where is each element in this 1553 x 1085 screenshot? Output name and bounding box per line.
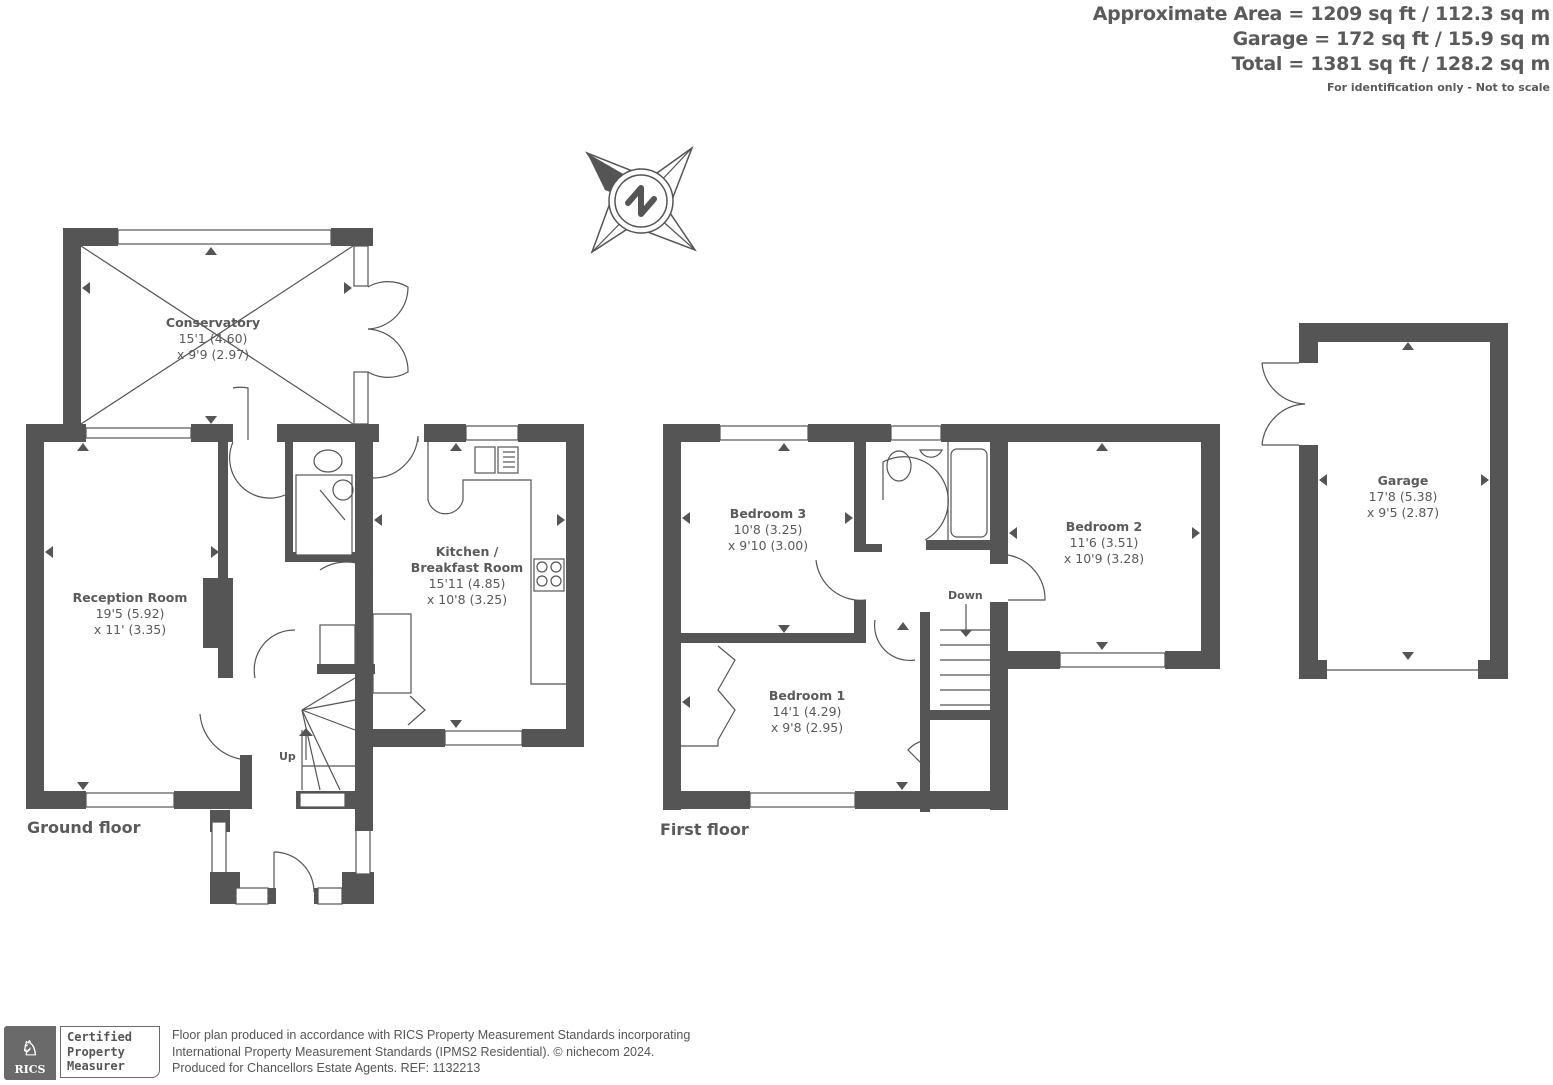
- north-compass-icon: [584, 145, 697, 254]
- total-area: Total = 1381 sq ft / 128.2 sq m: [1231, 53, 1551, 75]
- footer: ♘ RICS Certified Property Measurer Floor…: [4, 1026, 690, 1080]
- ground-floor-label: Ground floor: [27, 818, 141, 837]
- garage-plan: [1261, 323, 1508, 679]
- rics-lion-icon: ♘: [21, 1036, 39, 1060]
- room-label-bedroom-2: Bedroom 2 11'6 (3.51) x 10'9 (3.28): [1063, 519, 1145, 566]
- certified-property-measurer-badge: Certified Property Measurer: [60, 1026, 160, 1078]
- room-label-kitchen-breakfast-room: Kitchen / Breakfast Room 15'11 (4.85) x …: [410, 544, 524, 607]
- footer-disclaimer: Floor plan produced in accordance with R…: [172, 1028, 691, 1075]
- scale-note: For identification only - Not to scale: [1327, 81, 1550, 94]
- rics-logo: ♘ RICS: [4, 1026, 56, 1080]
- room-label-bedroom-1: Bedroom 1 14'1 (4.29) x 9'8 (2.95): [768, 688, 846, 735]
- room-label-reception-room: Reception Room 19'5 (5.92) x 11' (3.35): [72, 590, 188, 637]
- room-label-conservatory: Conservatory 15'1 (4.60) x 9'9 (2.97): [165, 315, 261, 362]
- first-floor-label: First floor: [660, 820, 749, 839]
- approximate-area: Approximate Area = 1209 sq ft / 112.3 sq…: [1092, 3, 1551, 25]
- area-summary: Approximate Area = 1209 sq ft / 112.3 sq…: [1092, 2, 1551, 97]
- ground-floor-plan: [26, 228, 584, 905]
- room-label-garage: Garage 17'8 (5.38) x 9'5 (2.87): [1366, 473, 1440, 520]
- garage-area: Garage = 172 sq ft / 15.9 sq m: [1232, 28, 1551, 50]
- stairs-down-label: Down: [948, 589, 983, 602]
- stairs-up-label: Up: [279, 750, 296, 763]
- first-floor-plan: [663, 424, 1220, 812]
- room-label-bedroom-3: Bedroom 3 10'8 (3.25) x 9'10 (3.00): [727, 506, 809, 553]
